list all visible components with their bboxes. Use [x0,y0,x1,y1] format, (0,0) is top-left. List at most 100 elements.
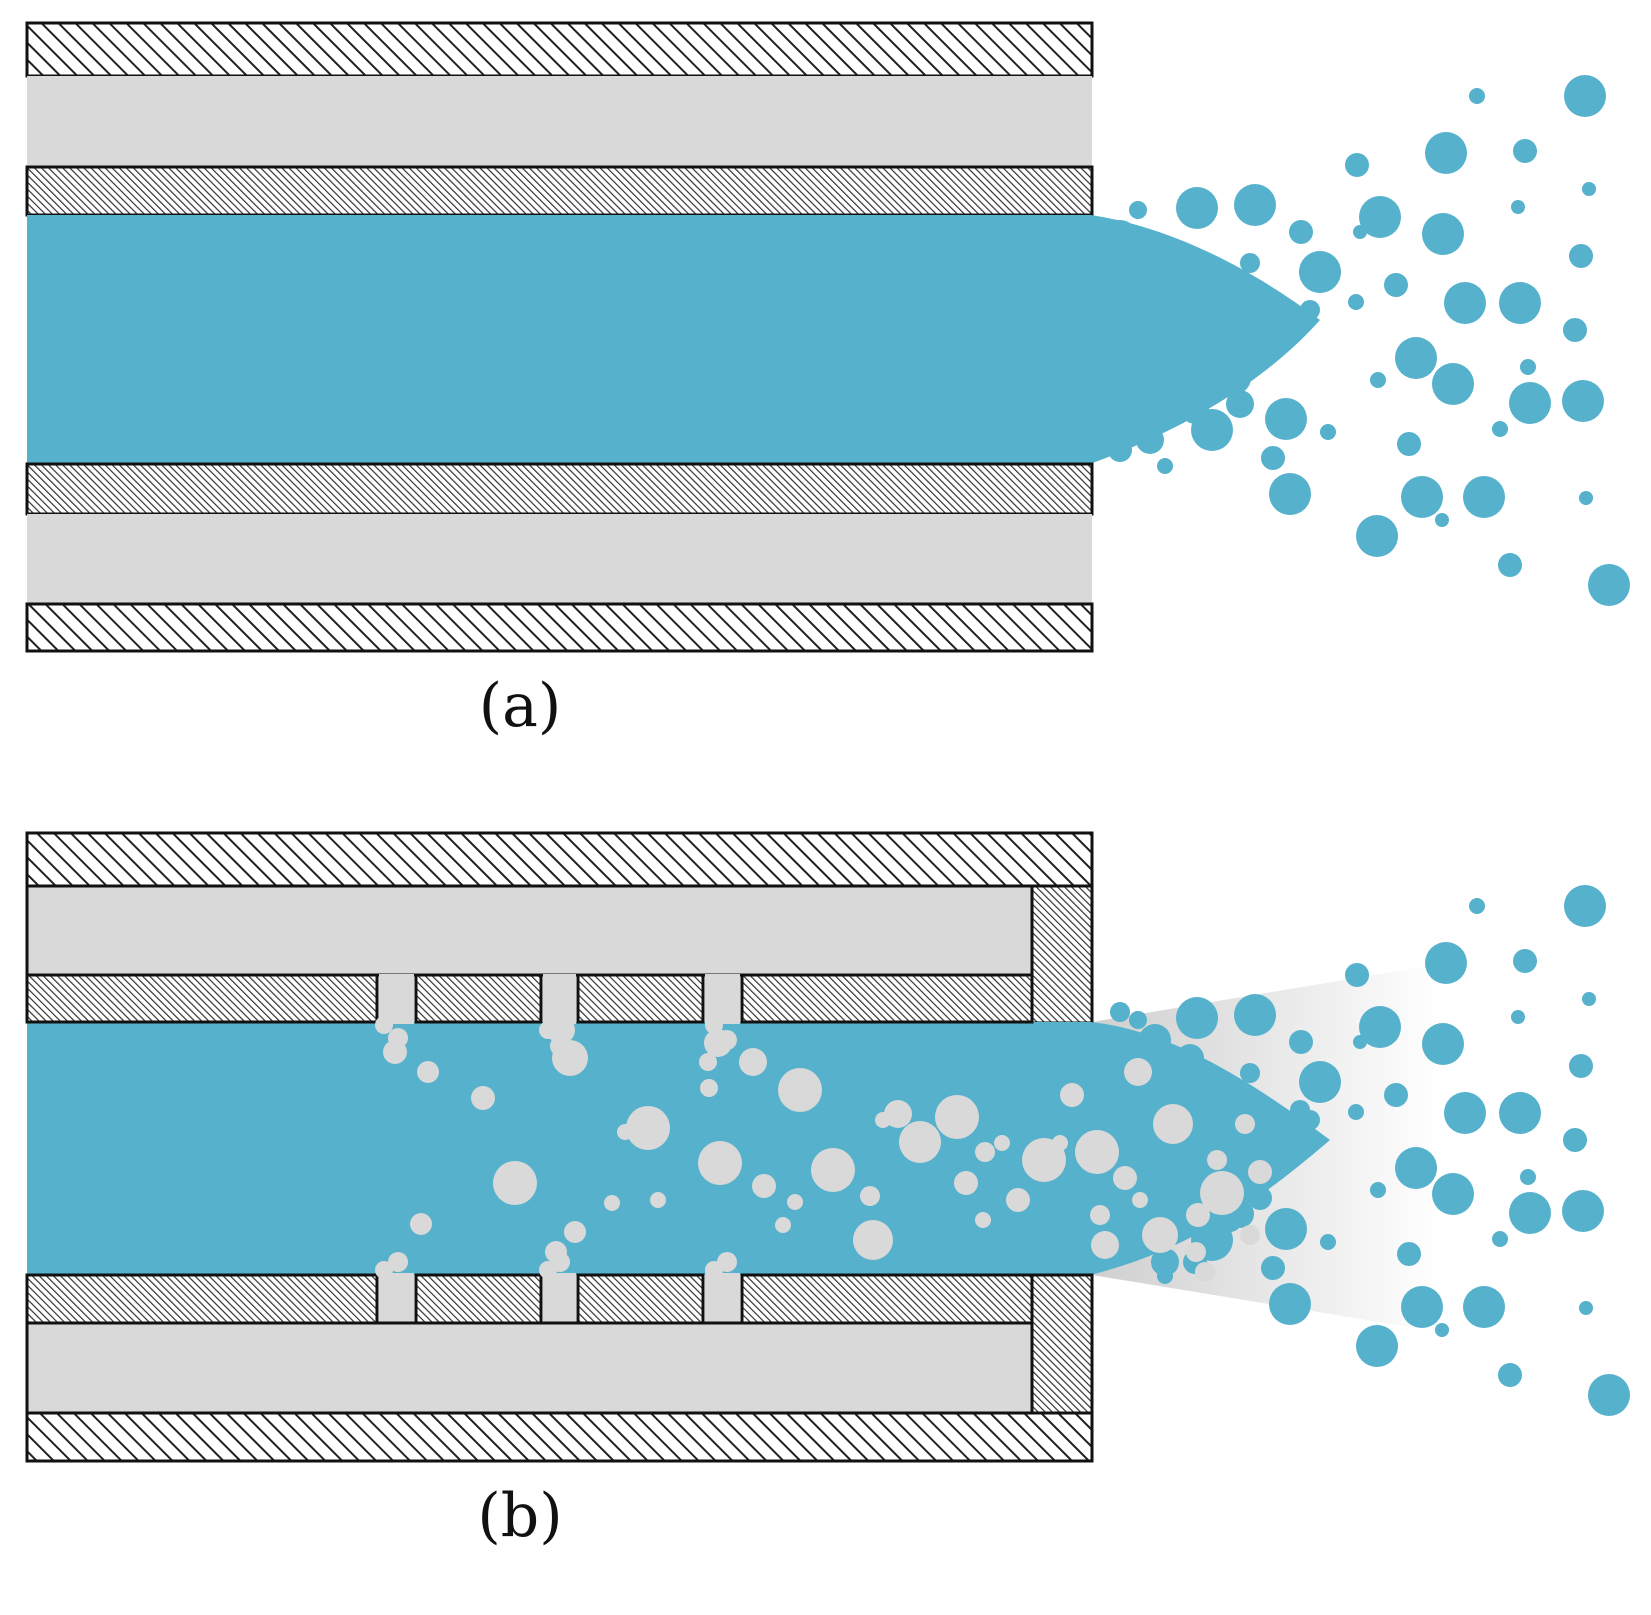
gas-bubble [1113,1166,1137,1190]
droplet [1261,446,1285,470]
droplet [1384,1083,1408,1107]
droplet [1359,1006,1401,1048]
gas-bubble [1091,1231,1119,1259]
gas-bubble [884,1100,912,1128]
gas-bubble [994,1135,1010,1151]
droplet [1582,182,1596,196]
droplet [1425,942,1467,984]
droplet [1395,1147,1437,1189]
droplet [1588,564,1630,606]
droplet [1422,1023,1464,1065]
droplet [1401,1286,1443,1328]
liquid-jet-tip-a [1090,215,1320,464]
droplet [1370,372,1386,388]
gas-bubble [388,1252,408,1272]
gas-bubble [752,1174,776,1198]
gas-bubble [550,1036,570,1056]
gas-bubble [739,1048,767,1076]
droplet [1469,88,1485,104]
droplet [1435,1323,1449,1337]
gas-bubble [375,1261,393,1279]
droplet [1289,1030,1313,1054]
gas-bubble [1060,1083,1084,1107]
gas-channel-bottom-b [25,1321,1034,1415]
inner-wall-bottom-a [25,462,1094,516]
droplet [1240,253,1260,273]
droplet [1569,1054,1593,1078]
droplet [1129,1011,1147,1029]
inner-wall-top-a [25,165,1094,217]
injection-holes-top-b [379,974,740,1024]
droplet [1498,553,1522,577]
droplet [1289,220,1313,244]
droplet [1345,153,1369,177]
droplet [1356,1325,1398,1367]
gas-bubble [778,1068,822,1112]
gas-bubble [935,1095,979,1139]
droplet [1348,294,1364,310]
droplet [1265,1208,1307,1250]
droplet [1299,1061,1341,1103]
gas-bubble [604,1195,620,1211]
gas-bubble [1124,1058,1152,1086]
droplet [1563,1128,1587,1152]
droplet [1562,380,1604,422]
droplet [1269,1283,1311,1325]
droplet [1588,1374,1630,1416]
droplet [1370,1182,1386,1198]
gas-bubble [698,1141,742,1185]
droplet [1562,1190,1604,1232]
droplet [1110,1002,1130,1022]
gas-bubble [1248,1160,1272,1184]
gas-bubble [975,1142,995,1162]
droplet [1563,318,1587,342]
gas-bubble [493,1161,537,1205]
panel-a-plain-nozzle [25,21,1630,653]
panel-b-effervescent-nozzle [25,831,1630,1463]
droplet [1265,398,1307,440]
gas-bubble [705,1016,723,1034]
droplet [1492,1231,1508,1247]
gas-bubble [1142,1217,1178,1253]
droplet [1435,513,1449,527]
droplet [1320,424,1336,440]
droplet [1397,1242,1421,1266]
gas-bubble [1195,1262,1215,1282]
droplet [1269,473,1311,515]
gas-bubble [1132,1192,1148,1208]
gas-bubble [975,1212,991,1228]
droplet [1579,491,1593,505]
droplet [1226,390,1254,418]
droplet [1401,476,1443,518]
gas-bubble [410,1213,432,1235]
gas-bubble [705,1261,723,1279]
droplet [1240,1063,1260,1083]
gas-bubble [1207,1150,1227,1170]
droplet [1234,184,1276,226]
droplet [1511,1010,1525,1024]
gas-bubble [700,1079,718,1097]
droplet [1579,1301,1593,1315]
droplet [1261,1256,1285,1280]
outer-wall-bottom-a [25,602,1094,653]
droplet [1129,201,1147,219]
gas-bubble [1153,1104,1193,1144]
inner-wall-top-b [25,973,1034,1024]
droplet [1463,476,1505,518]
droplet [1320,1234,1336,1250]
droplet [1176,997,1218,1039]
gas-bubbles-b [375,1016,1272,1282]
droplet [1345,963,1369,987]
liquid-jet-tip-b [1090,1022,1330,1275]
droplet [1395,337,1437,379]
droplet [1509,1192,1551,1234]
droplet [1432,1173,1474,1215]
gas-bubble [539,1261,557,1279]
droplet [1397,432,1421,456]
droplet [1353,225,1367,239]
droplet [1498,1363,1522,1387]
gas-bubble [811,1148,855,1192]
droplet [1425,132,1467,174]
droplet [1520,359,1536,375]
